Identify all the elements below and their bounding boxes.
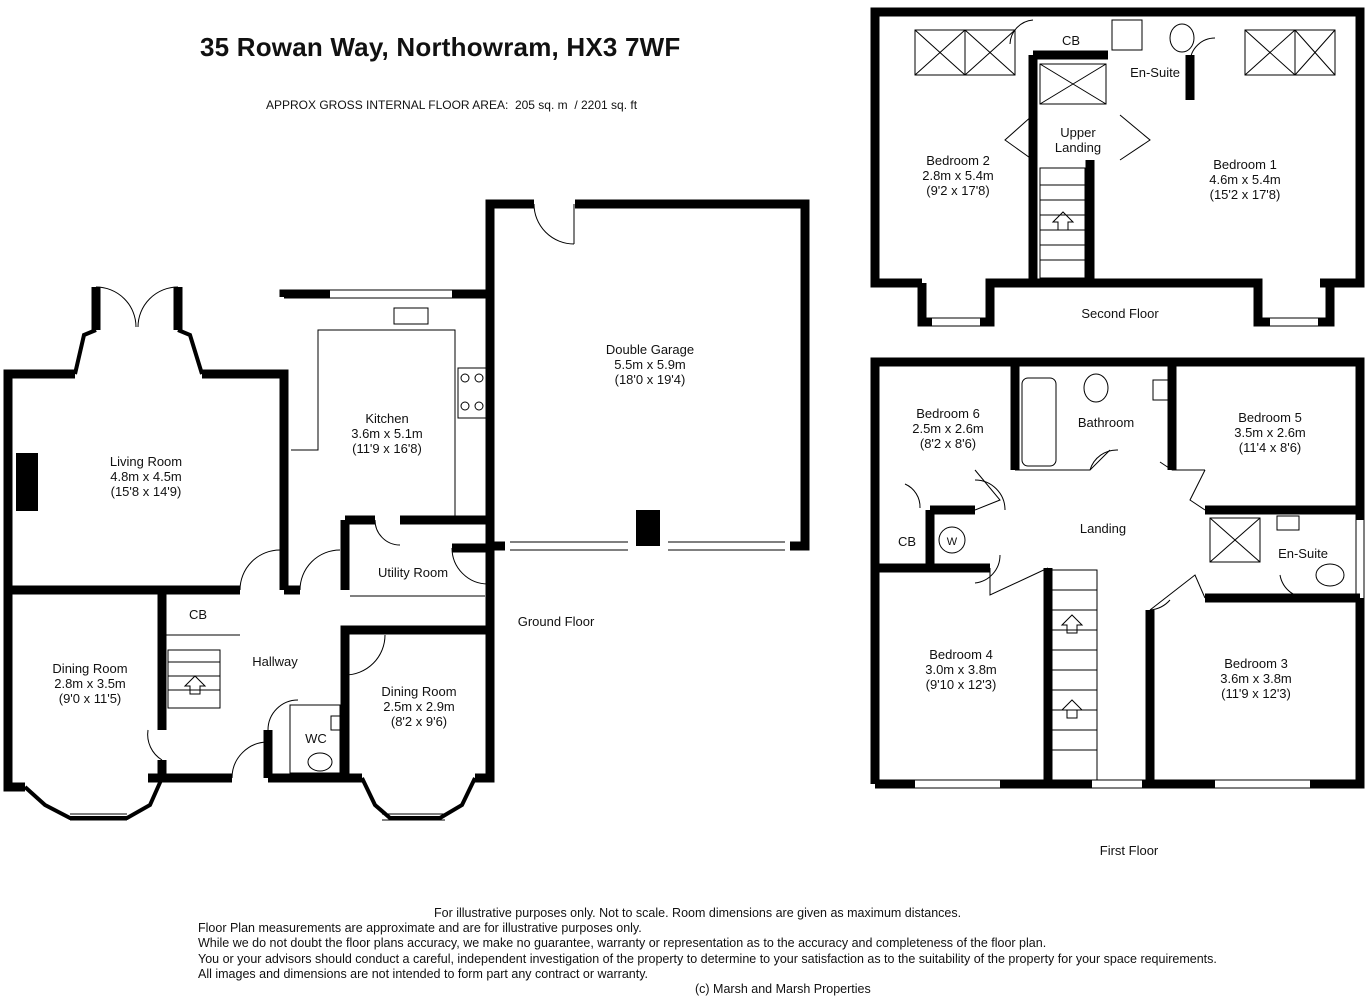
double-garage-metric: 5.5m x 5.9m bbox=[614, 357, 686, 372]
floor-area-sqft: / 2201 sq. ft bbox=[574, 98, 638, 112]
fireplace-icon bbox=[16, 453, 38, 511]
disclaimer-line: For illustrative purposes only. Not to s… bbox=[434, 906, 962, 920]
page-title: 35 Rowan Way, Northowram, HX3 7WF bbox=[200, 32, 681, 62]
bedroom-6-metric: 2.5m x 2.6m bbox=[912, 421, 984, 436]
disclaimer: For illustrative purposes only. Not to s… bbox=[198, 906, 1217, 982]
bedroom-2-metric: 2.8m x 5.4m bbox=[922, 168, 994, 183]
toilet-icon bbox=[307, 752, 333, 772]
ground-floor-doors bbox=[95, 203, 575, 779]
bedroom-4-imperial: (9'10 x 12'3) bbox=[926, 677, 997, 692]
copyright: (c) Marsh and Marsh Properties bbox=[695, 982, 871, 996]
landing-label: Landing bbox=[1080, 521, 1126, 536]
first-en-suite-label: En-Suite bbox=[1278, 546, 1328, 561]
ground-floor-label: Ground Floor bbox=[518, 614, 595, 629]
bedroom-4-metric: 3.0m x 3.8m bbox=[925, 662, 997, 677]
bedroom-3-label: Bedroom 3 bbox=[1224, 656, 1288, 671]
dining-room-right-label: Dining Room bbox=[381, 684, 456, 699]
dining-room-left-label: Dining Room bbox=[52, 661, 127, 676]
first-floor-label: First Floor bbox=[1100, 843, 1159, 858]
basin-icon bbox=[330, 715, 344, 731]
stairs-up-arrow-icon bbox=[1060, 614, 1084, 634]
bedroom-2-label: Bedroom 2 bbox=[926, 153, 990, 168]
toilet-icon bbox=[1083, 373, 1109, 403]
hob-icon bbox=[457, 367, 489, 419]
dining-room-right-metric: 2.5m x 2.9m bbox=[383, 699, 455, 714]
disclaimer-line: Floor Plan measurements are approximate … bbox=[198, 921, 642, 936]
bathroom-label: Bathroom bbox=[1078, 415, 1134, 430]
dining-room-right-imperial: (8'2 x 9'6) bbox=[391, 714, 447, 729]
bedroom-5-label: Bedroom 5 bbox=[1238, 410, 1302, 425]
kitchen-sink-icon bbox=[393, 307, 429, 325]
bedroom-5-imperial: (11'4 x 8'6) bbox=[1239, 440, 1302, 455]
first-floor-walls bbox=[870, 357, 1365, 789]
bedroom-1-metric: 4.6m x 5.4m bbox=[1209, 172, 1281, 187]
basin-icon bbox=[1152, 379, 1174, 401]
kitchen-label: Kitchen bbox=[365, 411, 408, 426]
stairs-up-arrow-icon bbox=[1051, 211, 1075, 231]
double-garage-imperial: (18'0 x 19'4) bbox=[615, 372, 686, 387]
bedroom-1-label: Bedroom 1 bbox=[1213, 157, 1277, 172]
first-floor-thin bbox=[904, 357, 1365, 789]
dining-room-left-imperial: (9'0 x 11'5) bbox=[59, 691, 122, 706]
room-labels: Living Room 4.8m x 4.5m (15'8 x 14'9) Ki… bbox=[52, 33, 1328, 858]
bedroom-5-metric: 3.5m x 2.6m bbox=[1234, 425, 1306, 440]
floor-area: APPROX GROSS INTERNAL FLOOR AREA: 205 sq… bbox=[266, 98, 637, 112]
living-room-label: Living Room bbox=[110, 454, 182, 469]
hallway-label: Hallway bbox=[252, 654, 298, 669]
living-room-metric: 4.8m x 4.5m bbox=[110, 469, 182, 484]
second-en-suite-label: En-Suite bbox=[1130, 65, 1180, 80]
ground-floor-walls bbox=[3, 199, 810, 792]
washer-icon-label: W bbox=[947, 536, 958, 548]
first-cb-label: CB bbox=[898, 534, 916, 549]
bedroom-2-imperial: (9'2 x 17'8) bbox=[926, 183, 990, 198]
utility-room-label: Utility Room bbox=[378, 565, 448, 580]
second-floor-label: Second Floor bbox=[1081, 306, 1159, 321]
double-garage-label: Double Garage bbox=[606, 342, 694, 357]
living-room-imperial: (15'8 x 14'9) bbox=[111, 484, 182, 499]
shower-icon bbox=[1209, 517, 1261, 563]
disclaimer-line: You or your advisors should conduct a ca… bbox=[198, 951, 1217, 966]
basin-icon bbox=[1276, 515, 1300, 531]
kitchen-imperial: (11'9 x 16'8) bbox=[352, 441, 422, 456]
garage-pillar bbox=[636, 510, 660, 546]
stairs-up-arrow-icon bbox=[1060, 699, 1084, 719]
wc-label: WC bbox=[305, 731, 327, 746]
second-cb-label: CB bbox=[1062, 33, 1080, 48]
disclaimer-line: All images and dimensions are not intend… bbox=[198, 966, 648, 981]
bedroom-3-imperial: (11'9 x 12'3) bbox=[1221, 686, 1291, 701]
second-floor-thin bbox=[914, 19, 1336, 327]
bedroom-6-imperial: (8'2 x 8'6) bbox=[920, 436, 976, 451]
floor-area-sqm: 205 sq. m bbox=[514, 98, 568, 112]
dining-room-left-metric: 2.8m x 3.5m bbox=[54, 676, 126, 691]
ground-floor-bays bbox=[23, 328, 477, 820]
ground-floor-fixtures bbox=[183, 307, 489, 772]
washer-icon bbox=[938, 526, 966, 554]
second-floor-walls bbox=[870, 7, 1365, 327]
kitchen-metric: 3.6m x 5.1m bbox=[351, 426, 423, 441]
bedroom-6-label: Bedroom 6 bbox=[916, 406, 980, 421]
bedroom-1-imperial: (15'2 x 17'8) bbox=[1210, 187, 1281, 202]
upper-landing-label-2: Landing bbox=[1055, 140, 1101, 155]
disclaimer-line: While we do not doubt the floor plans ac… bbox=[198, 936, 1047, 951]
upper-landing-label-1: Upper bbox=[1060, 125, 1096, 140]
ground-cb-label: CB bbox=[189, 607, 207, 622]
bath-icon bbox=[1021, 377, 1057, 467]
toilet-icon bbox=[1315, 563, 1345, 587]
stairs-up-arrow-icon bbox=[183, 675, 207, 695]
floor-area-label: APPROX GROSS INTERNAL FLOOR AREA: bbox=[266, 98, 509, 112]
bedroom-4-label: Bedroom 4 bbox=[929, 647, 993, 662]
bedroom-3-metric: 3.6m x 3.8m bbox=[1220, 671, 1292, 686]
